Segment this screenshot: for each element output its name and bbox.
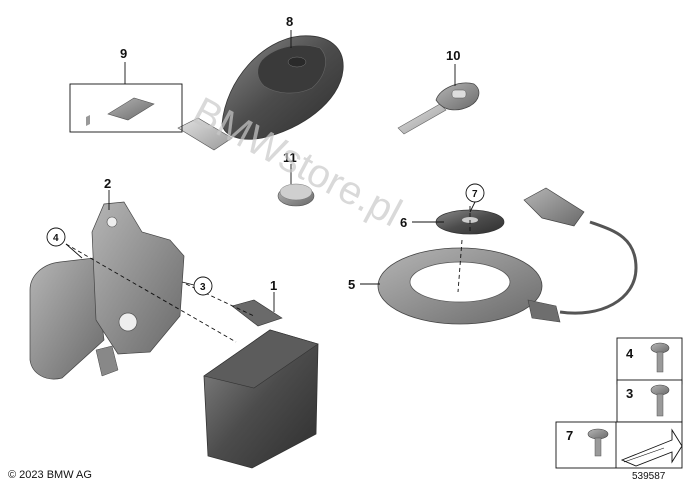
callout-9: 9 xyxy=(120,46,127,61)
part-9-group xyxy=(69,83,183,133)
callout-3-circle: 3 xyxy=(193,276,213,296)
emergency-key-part xyxy=(397,82,480,135)
legend-item-3: 3 xyxy=(626,386,633,401)
key-fob-part xyxy=(177,35,344,151)
cap-part xyxy=(277,183,315,207)
callout-4-circle: 4 xyxy=(46,227,66,247)
assembly-line-d xyxy=(457,239,463,293)
svg-text:4: 4 xyxy=(53,233,59,244)
copyright: © 2023 BMW AG xyxy=(8,469,92,481)
bracket-housing-part xyxy=(29,201,185,380)
assembly-line-b xyxy=(185,283,255,317)
assembly-line-a xyxy=(65,243,237,343)
antenna-ring-part xyxy=(377,187,638,325)
callout-5: 5 xyxy=(348,277,355,292)
fastener-legend: 4 3 7 xyxy=(555,337,683,469)
callout-7-circle: 7 xyxy=(465,183,485,203)
screw-icon xyxy=(587,428,609,457)
arrow-sign-icon xyxy=(620,428,683,467)
diagram-number: 539587 xyxy=(632,471,666,482)
callout-6: 6 xyxy=(400,215,407,230)
screw-icon xyxy=(650,342,670,373)
control-module-part xyxy=(203,299,319,469)
callout-10: 10 xyxy=(446,48,460,63)
callout-8: 8 xyxy=(286,14,293,29)
legend-item-4: 4 xyxy=(626,346,634,361)
svg-text:7: 7 xyxy=(472,189,478,200)
svg-text:3: 3 xyxy=(200,282,206,293)
callout-2: 2 xyxy=(104,176,111,191)
callout-1: 1 xyxy=(270,278,277,293)
legend-item-7: 7 xyxy=(566,428,573,443)
callout-11: 11 xyxy=(283,150,297,165)
screw-icon xyxy=(650,384,670,417)
